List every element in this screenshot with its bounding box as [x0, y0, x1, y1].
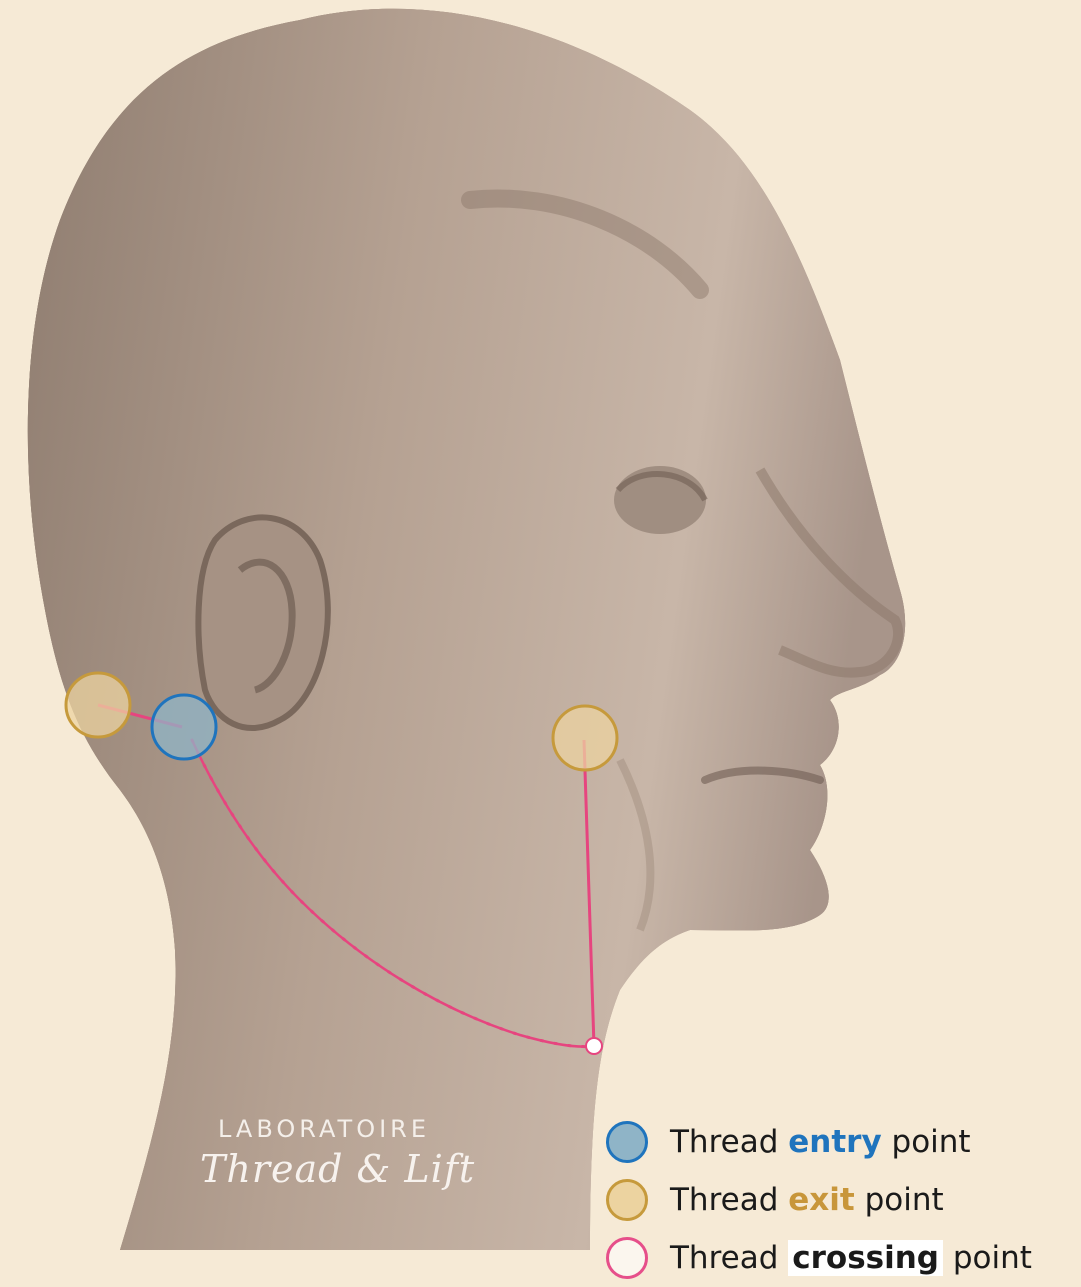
legend: Thread entry point Thread exit point Thr… — [606, 1113, 1032, 1287]
legend-label-entry: Thread entry point — [670, 1124, 971, 1160]
exit-point-left — [66, 673, 130, 737]
entry-point — [152, 695, 216, 759]
legend-item-crossing: Thread crossing point — [606, 1229, 1032, 1287]
legend-item-exit: Thread exit point — [606, 1171, 1032, 1229]
legend-label-exit: Thread exit point — [670, 1182, 944, 1218]
ear — [198, 517, 327, 728]
logo-line-1: LABORATOIRE — [190, 1115, 490, 1143]
brand-logo: LABORATOIRE Thread & Lift — [190, 1115, 490, 1191]
logo-line-2: Thread & Lift — [190, 1147, 490, 1191]
exit-point-chin — [553, 706, 617, 770]
crossing-point — [586, 1038, 602, 1054]
exit-circle-icon — [606, 1179, 648, 1221]
crossing-circle-icon — [606, 1237, 648, 1279]
entry-circle-icon — [606, 1121, 648, 1163]
legend-item-entry: Thread entry point — [606, 1113, 1032, 1171]
